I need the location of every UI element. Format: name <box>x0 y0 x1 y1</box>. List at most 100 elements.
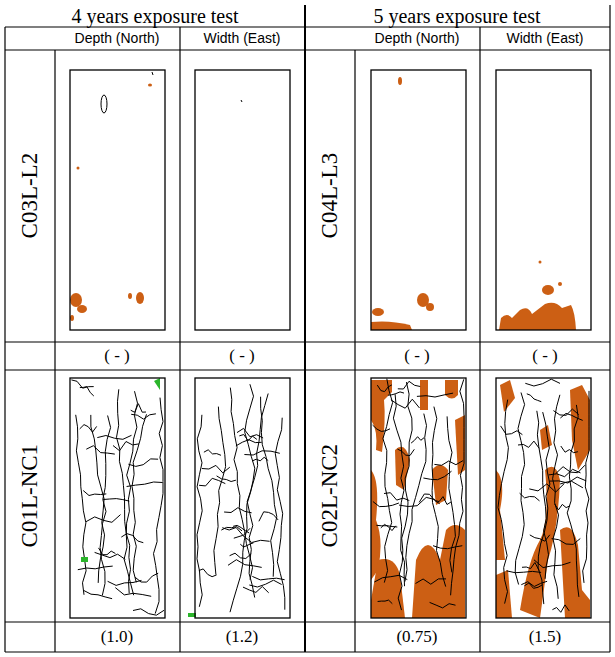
crack <box>583 391 589 583</box>
crack <box>522 563 539 571</box>
crack <box>555 504 570 510</box>
crack-width-value: (1.2) <box>226 628 259 647</box>
crack <box>121 534 143 543</box>
crack <box>100 416 111 596</box>
crack <box>131 404 146 413</box>
crack <box>534 560 571 568</box>
crack <box>383 379 393 583</box>
crack <box>237 428 263 438</box>
crack <box>373 502 399 507</box>
crack <box>567 405 579 597</box>
crack <box>115 588 151 597</box>
crack <box>86 515 121 523</box>
crack <box>199 569 217 577</box>
crack <box>252 457 268 461</box>
crack <box>376 525 397 527</box>
crack <box>80 425 97 433</box>
crack <box>261 397 277 577</box>
column-header: 4 years exposure test <box>71 5 238 27</box>
crack <box>154 398 164 614</box>
green-mark <box>81 378 196 617</box>
spall-mark <box>101 95 107 113</box>
crack <box>95 552 126 559</box>
crack <box>384 493 409 501</box>
crack <box>259 512 278 522</box>
crack <box>152 72 153 75</box>
crack <box>197 415 202 607</box>
crack <box>433 546 462 549</box>
crack <box>419 494 440 504</box>
crack <box>501 426 523 435</box>
crack <box>388 392 404 395</box>
crack <box>553 395 560 599</box>
crack <box>117 389 131 593</box>
crack <box>252 576 284 580</box>
crack <box>275 418 285 610</box>
crack <box>524 583 542 588</box>
crack <box>451 379 464 595</box>
crack <box>527 394 542 402</box>
crack <box>399 497 435 506</box>
crack <box>76 415 86 595</box>
specimen-name: C01L-NC1 <box>17 444 42 548</box>
crack <box>214 407 226 575</box>
crack <box>217 476 236 482</box>
crack <box>506 571 541 573</box>
crack <box>397 449 414 456</box>
crack <box>128 459 158 467</box>
crack <box>239 435 257 441</box>
crack <box>108 580 142 585</box>
crack <box>373 425 390 431</box>
crack <box>423 471 451 480</box>
sub-header: Width (East) <box>203 31 280 46</box>
crack <box>378 600 393 604</box>
sub-header: Depth (North) <box>75 31 160 46</box>
sub-header: Depth (North) <box>375 31 460 46</box>
crack <box>97 435 131 439</box>
crack <box>391 399 420 408</box>
crack <box>99 548 116 555</box>
crack <box>132 414 147 582</box>
crack <box>113 442 139 451</box>
specimen-name: C03L-L2 <box>17 153 42 239</box>
crack <box>230 388 252 580</box>
crack <box>550 477 587 483</box>
crack <box>416 579 447 584</box>
crack <box>435 497 451 505</box>
crack <box>224 508 252 513</box>
specimen-name: C04L-L3 <box>317 153 342 239</box>
crack <box>103 499 129 502</box>
crack <box>374 575 407 582</box>
crack <box>230 553 252 558</box>
crack <box>84 591 112 599</box>
crack <box>234 535 270 542</box>
crack <box>553 409 578 415</box>
crack <box>199 478 225 486</box>
crack <box>230 384 255 612</box>
crack <box>520 493 540 501</box>
crack-width-value: ( - ) <box>532 347 557 366</box>
crack <box>417 393 453 397</box>
crack <box>86 446 115 454</box>
crack-width-value: (1.0) <box>101 628 134 647</box>
crack <box>83 491 106 496</box>
crack <box>552 605 569 612</box>
crack-width-value: ( - ) <box>404 347 429 366</box>
crack <box>127 482 163 487</box>
crack <box>530 535 550 541</box>
crack <box>78 566 113 570</box>
crack <box>131 414 156 419</box>
crack <box>202 465 230 473</box>
sub-header: Width (East) <box>506 31 583 46</box>
crack <box>405 414 427 582</box>
crack <box>133 609 164 615</box>
crack <box>124 391 137 595</box>
crack <box>561 446 578 453</box>
crack-width-value: ( - ) <box>104 347 129 366</box>
crack <box>432 407 446 587</box>
crack <box>204 450 221 456</box>
crack <box>243 587 269 593</box>
crack <box>552 539 581 545</box>
crack <box>249 580 281 587</box>
